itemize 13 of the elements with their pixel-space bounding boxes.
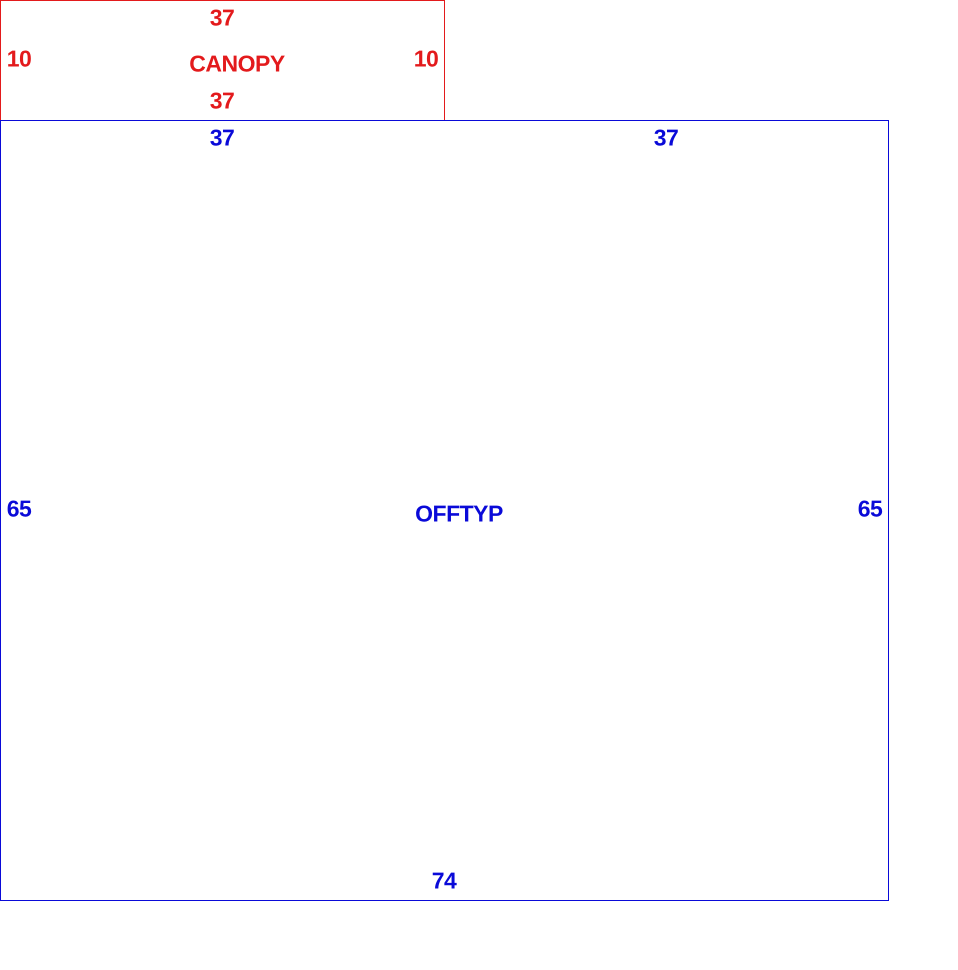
- edge-length: 65: [858, 498, 882, 520]
- edge-length: 10: [6, 48, 32, 70]
- edge-length: 10: [414, 48, 438, 70]
- outline-box: [0, 120, 889, 901]
- edge-length: 37: [210, 6, 234, 30]
- edge-length: 37: [654, 126, 678, 150]
- edge-length: 65: [6, 498, 32, 520]
- region-name: CANOPY: [189, 52, 285, 76]
- outline-box: [0, 0, 445, 121]
- region-name: OFFTYP: [415, 502, 503, 526]
- edge-length: 74: [432, 870, 456, 892]
- edge-length: 37: [210, 126, 234, 150]
- edge-length: 37: [210, 90, 234, 112]
